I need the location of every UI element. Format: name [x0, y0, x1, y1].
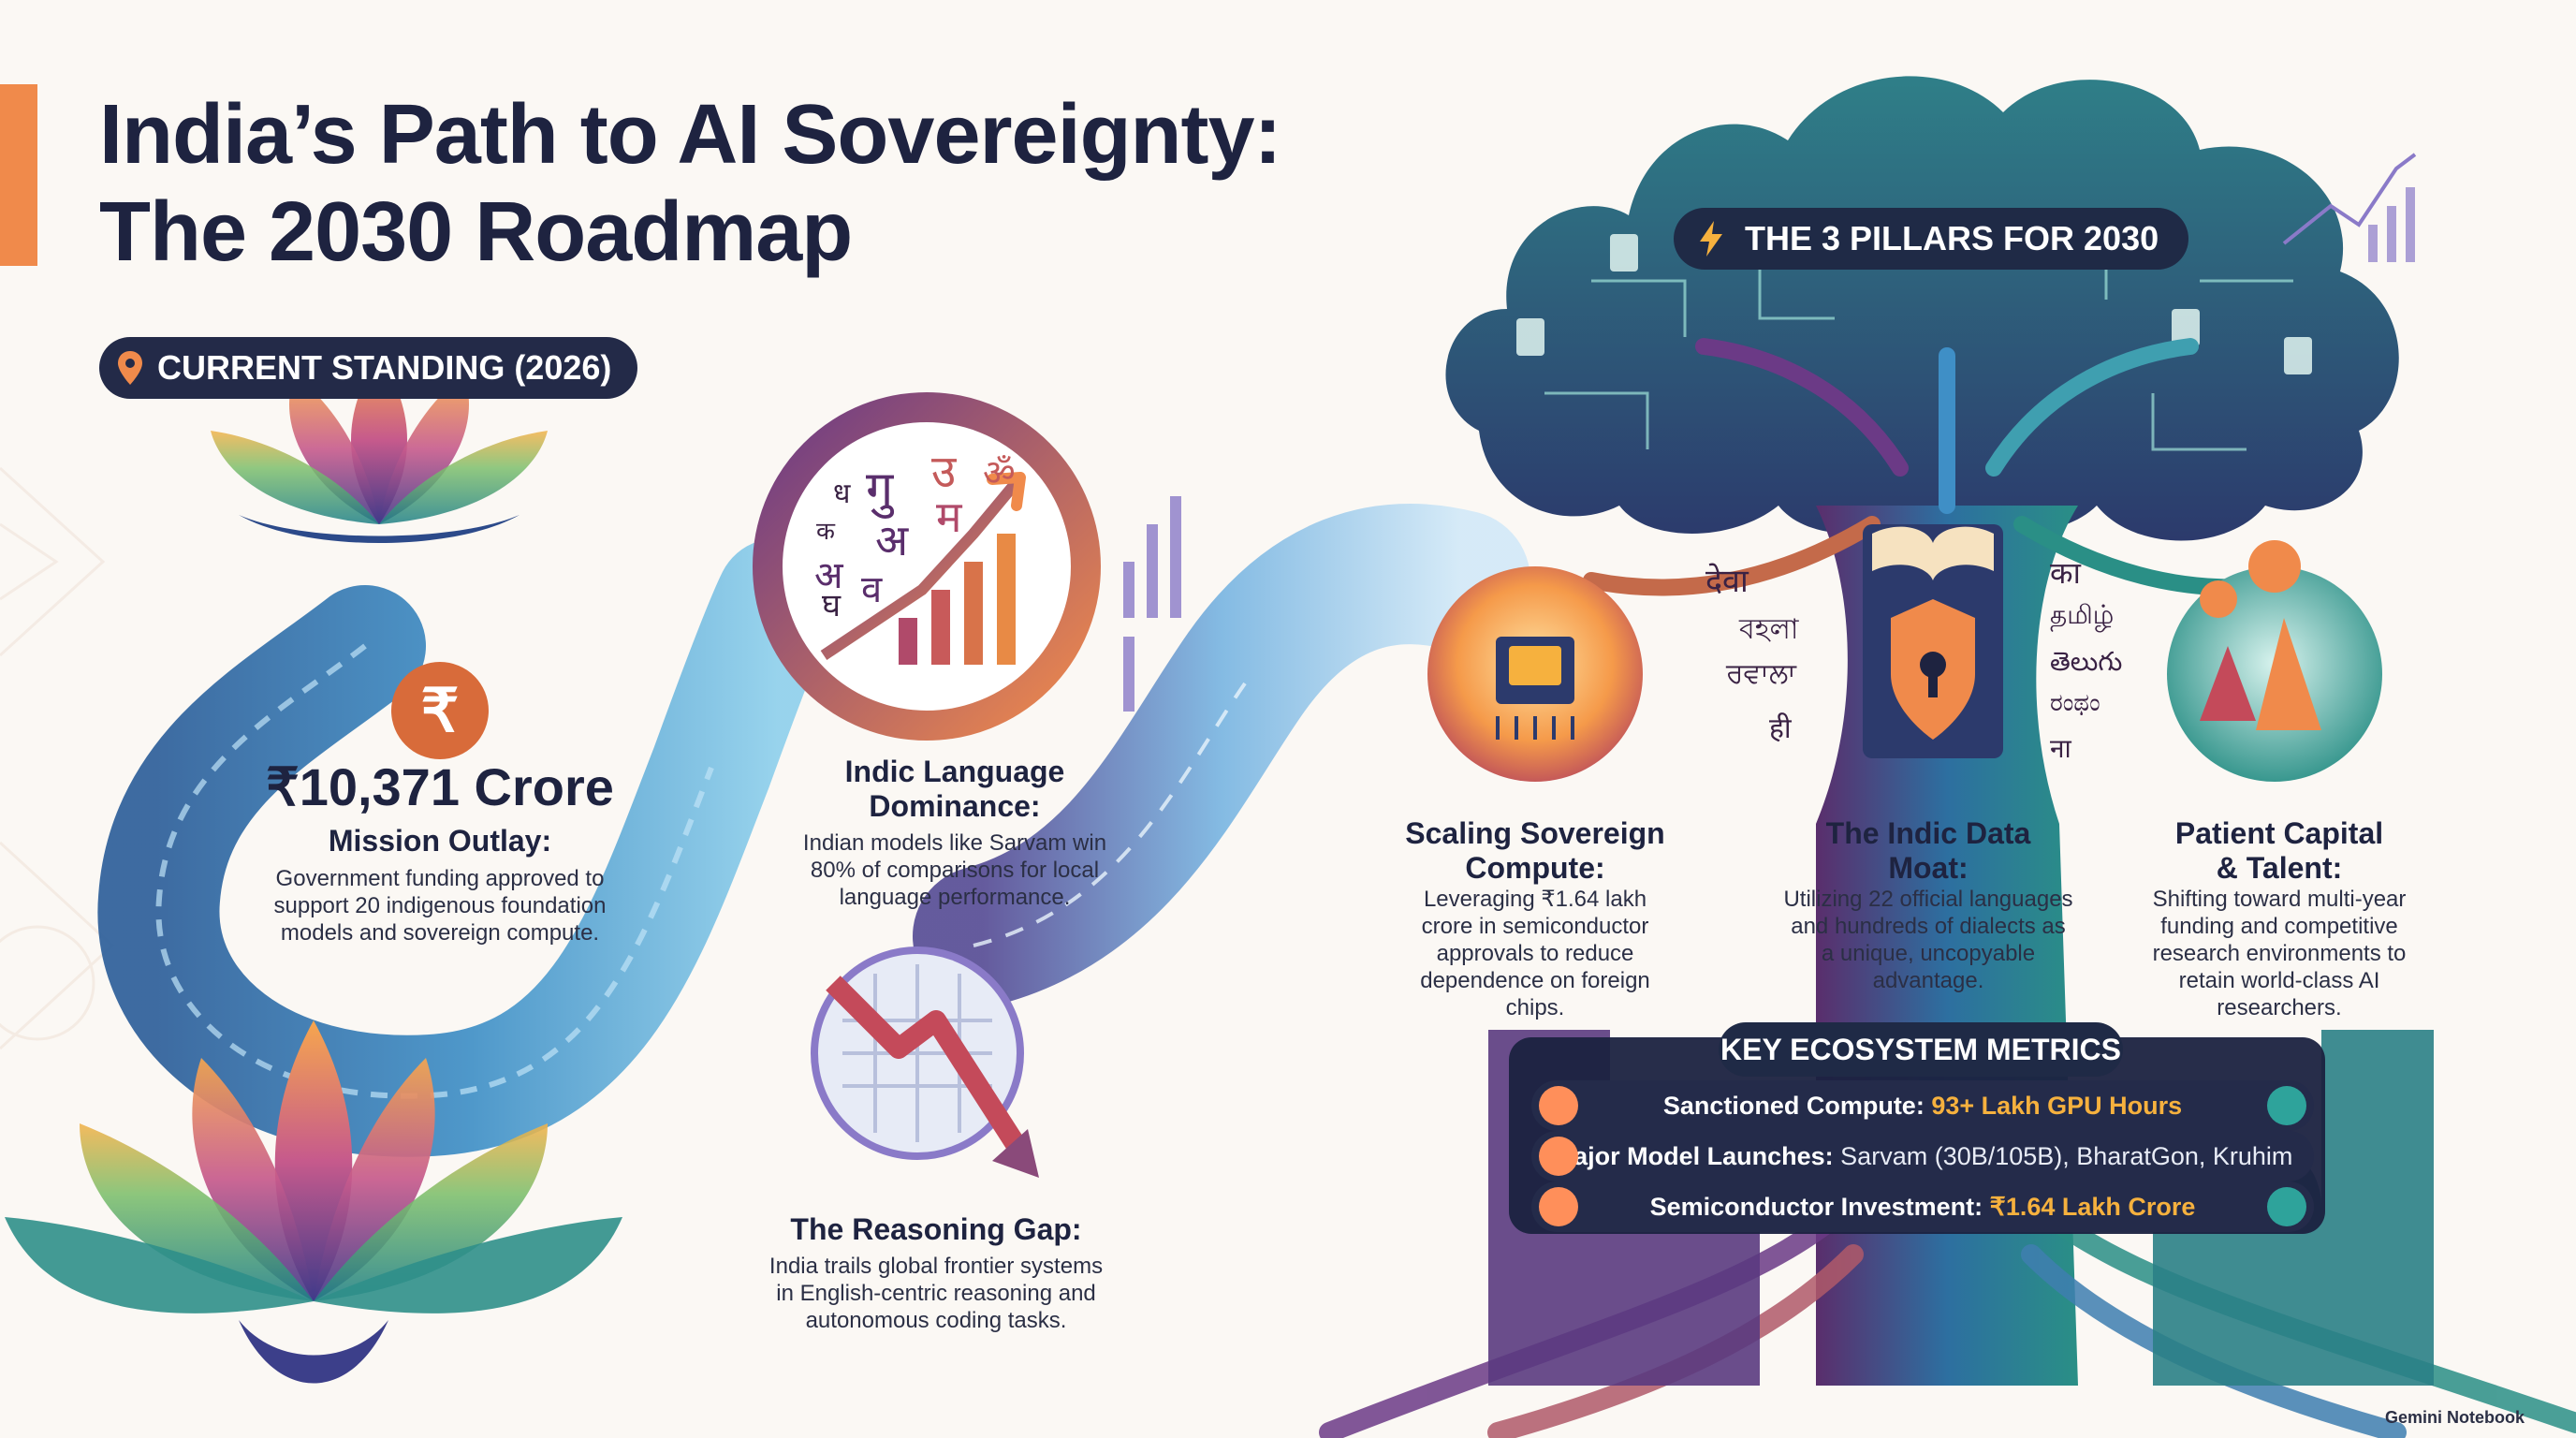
metric-label: Major Model Launches: — [1552, 1142, 1834, 1170]
mission-desc-line: models and sovereign compute. — [280, 920, 600, 946]
metric-row-models: Major Model Launches: Sarvam (30B/105B),… — [1531, 1131, 2314, 1181]
pillar-title-line: The Indic Data — [1825, 816, 2031, 850]
mission-desc-line: Government funding approved to — [275, 866, 605, 891]
pillar-desc-line: a unique, uncopyable — [1821, 941, 2036, 966]
metric-row-compute: Sanctioned Compute: 93+ Lakh GPU Hours — [1531, 1080, 2314, 1131]
pillar-title-line: Moat: — [1888, 851, 1969, 885]
indic-char: म — [936, 492, 962, 542]
pillars-badge: THE 3 PILLARS FOR 2030 — [1674, 208, 2189, 270]
tree-word: ರಂಥಂ — [2050, 689, 2100, 717]
pillar-desc-line: retain world-class AI — [2178, 968, 2380, 993]
indic-char: उ — [931, 446, 957, 498]
indic-title-line: Indic Language — [844, 755, 1065, 788]
reasoning-desc-line: autonomous coding tasks. — [805, 1308, 1067, 1333]
pillar-desc-line: and hundreds of dialects as — [1791, 914, 2066, 939]
metric-value: 93+ Lakh GPU Hours — [1931, 1092, 2183, 1120]
pillar-desc-line: chips. — [1505, 995, 1565, 1020]
mission-amount: ₹10,371 Crore — [266, 757, 614, 816]
indic-char: क — [816, 518, 835, 546]
page-title-line1: India’s Path to AI Sovereignty: — [99, 88, 1282, 182]
chart-trend-icon — [1539, 1187, 1578, 1226]
indic-char: घ — [822, 587, 842, 624]
mission-desc-line: support 20 indigenous foundation — [273, 893, 607, 918]
pillar-desc-line: Utilizing 22 official languages — [1783, 887, 2073, 912]
metrics-title: KEY ECOSYSTEM METRICS — [1719, 1022, 2123, 1077]
indic-desc-line: language performance. — [839, 885, 1071, 910]
pillar-talent-description: Shifting toward multi-year funding and c… — [2125, 886, 2434, 1021]
footer-credit: Gemini Notebook — [2385, 1408, 2525, 1427]
pillar-desc-line: research environments to — [2152, 941, 2407, 966]
tree-word: ਰਵਾਲਾ — [1726, 657, 1796, 690]
pillar-title-line: Compute: — [1465, 851, 1605, 885]
indic-desc-line: Indian models like Sarvam win — [802, 830, 1107, 856]
gpu-icon — [1539, 1086, 1578, 1125]
reasoning-desc-line: in English-centric reasoning and — [776, 1281, 1096, 1306]
pillar-title-line: Patient Capital — [2174, 816, 2384, 850]
pillar-desc-line: crore in semiconductor — [1421, 914, 1649, 939]
metric-value: Sarvam (30B/105B), BharatGon, Kruhim — [1840, 1142, 2293, 1170]
metric-label: Semiconductor Investment: — [1649, 1193, 1983, 1221]
metric-row-semiconductor: Semiconductor Investment: ₹1.64 Lakh Cro… — [1531, 1181, 2314, 1232]
rupee-icon: ₹ — [391, 662, 489, 759]
indic-char: व — [861, 568, 883, 611]
page-title: India’s Path to AI Sovereignty: The 2030… — [99, 86, 1503, 281]
location-pin-icon — [118, 351, 142, 385]
mission-description: Government funding approved to support 2… — [234, 865, 646, 946]
tree-word: ही — [1769, 712, 1792, 745]
indic-desc-line: 80% of comparisons for local — [810, 858, 1100, 883]
lightning-bolt-icon — [1700, 221, 1722, 257]
indic-description: Indian models like Sarvam win 80% of com… — [749, 829, 1161, 911]
pillars-label: THE 3 PILLARS FOR 2030 — [1745, 219, 2159, 257]
tree-word: বহলা — [1739, 613, 1799, 646]
mission-title: Mission Outlay: — [328, 824, 552, 858]
tree-word: देवा — [1705, 563, 1749, 600]
title-accent-bar — [0, 84, 37, 266]
flask-icon — [2267, 1187, 2306, 1226]
tree-word: का — [2050, 555, 2081, 591]
current-standing-badge: CURRENT STANDING (2026) — [99, 337, 638, 399]
pillar-data-title: The Indic Data Moat: — [1760, 816, 2097, 886]
pillar-desc-line: approvals to reduce — [1436, 941, 1634, 966]
indic-char: गु — [866, 462, 894, 518]
brain-icon — [1539, 1137, 1578, 1176]
metric-label: Sanctioned Compute: — [1662, 1092, 1925, 1120]
reasoning-description: India trails global frontier systems in … — [711, 1253, 1161, 1334]
pillar-compute-description: Leveraging ₹1.64 lakh crore in semicondu… — [1404, 886, 1666, 1021]
pillar-desc-line: advantage. — [1872, 968, 1984, 993]
indic-char: ॐ — [983, 452, 1016, 493]
tree-word: తెలుగు — [2050, 646, 2123, 677]
pillar-title-line: & Talent: — [2216, 851, 2343, 885]
pillar-desc-line: Shifting toward multi-year — [2152, 887, 2407, 912]
flask-icon — [2267, 1086, 2306, 1125]
pillar-desc-line: funding and competitive — [2160, 914, 2398, 939]
page-title-line2: The 2030 Roadmap — [99, 185, 853, 279]
pillar-desc-line: Leveraging ₹1.64 lakh — [1423, 887, 1647, 912]
metric-value: ₹1.64 Lakh Crore — [1989, 1193, 2196, 1221]
pillar-title-line: Scaling Sovereign — [1405, 816, 1665, 850]
tree-word: தமிழ் — [2050, 599, 2115, 630]
tree-word: ना — [2050, 733, 2071, 764]
pillar-talent-title: Patient Capital & Talent: — [2125, 816, 2434, 886]
indic-char: अ — [814, 554, 843, 597]
pillar-desc-line: dependence on foreign — [1420, 968, 1650, 993]
indic-title: Indic Language Dominance: — [749, 755, 1161, 824]
pillar-desc-line: researchers. — [2217, 995, 2342, 1020]
reasoning-desc-line: India trails global frontier systems — [768, 1254, 1104, 1279]
indic-char: ध — [833, 477, 851, 510]
indic-char: अ — [875, 515, 909, 565]
current-standing-label: CURRENT STANDING (2026) — [157, 348, 612, 387]
reasoning-title: The Reasoning Gap: — [790, 1212, 1082, 1246]
pillar-compute-title: Scaling Sovereign Compute: — [1404, 816, 1666, 886]
pillar-data-description: Utilizing 22 official languages and hund… — [1750, 886, 2106, 994]
indic-title-line: Dominance: — [869, 789, 1041, 823]
